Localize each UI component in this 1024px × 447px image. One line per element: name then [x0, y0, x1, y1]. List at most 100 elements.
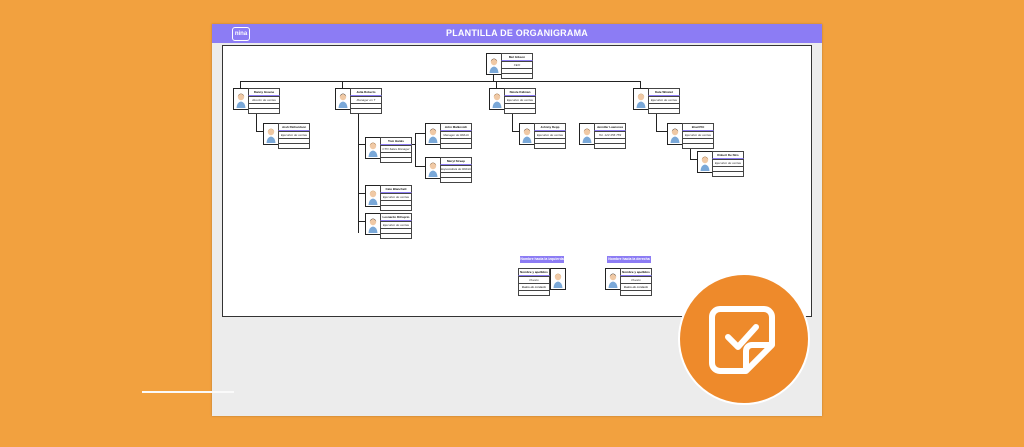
employee-extra-field[interactable]: [712, 171, 744, 177]
employee-extra-field[interactable]: [518, 290, 550, 296]
employee-role[interactable]: Ejecutivo de ventas: [380, 193, 412, 200]
employee-role[interactable]: CEO: [501, 61, 533, 68]
employee-role[interactable]: Ejecutivo de ventas: [648, 96, 680, 103]
employee-photo[interactable]: [605, 268, 621, 290]
employee-photo[interactable]: [519, 123, 535, 145]
employee-role[interactable]: Manager en T: [350, 96, 382, 103]
employee-extra-field[interactable]: [380, 157, 412, 163]
employee-photo[interactable]: [365, 137, 381, 159]
employee-photo[interactable]: [263, 123, 279, 145]
person-avatar-icon: [582, 128, 592, 143]
employee-extra-field[interactable]: [534, 143, 566, 149]
employee-name[interactable]: Tom Hanks: [380, 137, 412, 145]
employee-photo[interactable]: [579, 123, 595, 145]
employee-extra-field[interactable]: [278, 138, 310, 143]
employee-extra-field[interactable]: [501, 73, 533, 79]
employee-extra-field[interactable]: [594, 143, 626, 149]
employee-photo[interactable]: [697, 151, 713, 173]
employee-role[interactable]: Manager de RRHH: [440, 131, 472, 138]
employee-photo[interactable]: [365, 185, 381, 207]
employee-name[interactable]: Nombre y apellidos: [518, 268, 550, 276]
person-avatar-icon: [700, 156, 710, 171]
employee-name[interactable]: Danny Greene: [248, 88, 280, 96]
employee-extra-field[interactable]: [620, 290, 652, 296]
employee-extra-field[interactable]: [440, 177, 472, 183]
employee-extra-field[interactable]: [504, 103, 536, 108]
employee-extra-field[interactable]: [594, 138, 626, 143]
employee-role[interactable]: Ejecutivo de ventas: [712, 159, 744, 166]
employee-extra-field[interactable]: [534, 138, 566, 143]
employee-extra-field[interactable]: [648, 103, 680, 108]
employee-role[interactable]: Ejecutivo de ventas: [504, 96, 536, 103]
employee-name[interactable]: Nombre y apellidos: [620, 268, 652, 276]
person-avatar-icon: [608, 273, 618, 288]
employee-extra-field[interactable]: [504, 108, 536, 114]
employee-extra-field[interactable]: [278, 143, 310, 149]
employee-photo[interactable]: [486, 53, 502, 75]
connector: [409, 144, 415, 145]
employee-extra-field[interactable]: [248, 103, 280, 108]
employee-photo[interactable]: [550, 268, 566, 290]
employee-name[interactable]: Leonardo DiCaprio: [380, 213, 412, 221]
employee-extra-field[interactable]: [380, 233, 412, 239]
employee-extra-field[interactable]: Datos de contacto: [518, 283, 550, 290]
employee-role[interactable]: Ejecutivo de ventas: [380, 221, 412, 228]
employee-name[interactable]: Johnny Depp: [534, 123, 566, 131]
person-avatar-icon: [266, 128, 276, 143]
employee-name[interactable]: Meryl Streep: [440, 157, 472, 165]
employee-extra-field[interactable]: [440, 138, 472, 143]
person-avatar-icon: [338, 93, 348, 108]
employee-photo[interactable]: [667, 123, 683, 145]
employee-role[interactable]: director de ventas: [248, 96, 280, 103]
employee-role[interactable]: Ejecutivo de ventas: [682, 131, 714, 138]
employee-extra-field[interactable]: [501, 68, 533, 73]
employee-photo[interactable]: [335, 88, 351, 110]
employee-name[interactable]: Cate Blanchett: [380, 185, 412, 193]
employee-name[interactable]: Nicole Kidman: [504, 88, 536, 96]
connector: [240, 81, 241, 88]
employee-extra-field[interactable]: [712, 166, 744, 171]
employee-extra-field[interactable]: [380, 205, 412, 211]
employee-name[interactable]: Josh Richardson: [278, 123, 310, 131]
checklist-badge: [678, 273, 810, 405]
employee-role[interactable]: Puesto: [518, 276, 550, 283]
employee-photo[interactable]: [425, 123, 441, 145]
employee-photo[interactable]: [489, 88, 505, 110]
employee-name[interactable]: Brad Pitt: [682, 123, 714, 131]
connector: [358, 144, 366, 145]
employee-extra-field[interactable]: Datos de contacto: [620, 283, 652, 290]
employee-name[interactable]: John Malkovich: [440, 123, 472, 131]
employee-extra-field[interactable]: [350, 108, 382, 114]
person-avatar-icon: [553, 273, 563, 288]
employee-photo[interactable]: [233, 88, 249, 110]
employee-role[interactable]: Puesto: [620, 276, 652, 283]
employee-extra-field[interactable]: [648, 108, 680, 114]
employee-extra-field[interactable]: [380, 152, 412, 157]
employee-extra-field[interactable]: [440, 172, 472, 177]
employee-name[interactable]: Kate Winslet: [648, 88, 680, 96]
employee-extra-field[interactable]: [350, 103, 382, 108]
person-avatar-icon: [368, 142, 378, 157]
employee-name[interactable]: Julia Roberts: [350, 88, 382, 96]
connector: [493, 74, 494, 82]
employee-role[interactable]: Especialista de RRHH: [440, 165, 472, 172]
employee-name[interactable]: Robert De Niro: [712, 151, 744, 159]
employee-role[interactable]: Ejecutivo de ventas: [278, 131, 310, 138]
employee-extra-field[interactable]: [380, 228, 412, 233]
org-chart-canvas[interactable]: Mel Gibson CEO Danny Greene director de …: [222, 45, 812, 317]
scrollbar-track[interactable]: [142, 391, 234, 393]
connector: [358, 221, 366, 222]
employee-extra-field[interactable]: [440, 143, 472, 149]
employee-photo[interactable]: [365, 213, 381, 235]
employee-extra-field[interactable]: [682, 143, 714, 149]
employee-name[interactable]: Mel Gibson: [501, 53, 533, 61]
employee-role[interactable]: Ejecutivo de ventas: [534, 131, 566, 138]
employee-photo[interactable]: [425, 157, 441, 179]
employee-photo[interactable]: [633, 88, 649, 110]
employee-name[interactable]: Jennifer Lawrence: [594, 123, 626, 131]
employee-role[interactable]: CTO Sales Manager: [380, 145, 412, 152]
employee-extra-field[interactable]: [682, 138, 714, 143]
employee-role[interactable]: Tel. 123 456 789: [594, 131, 626, 138]
employee-extra-field[interactable]: [380, 200, 412, 205]
employee-extra-field[interactable]: [248, 108, 280, 114]
